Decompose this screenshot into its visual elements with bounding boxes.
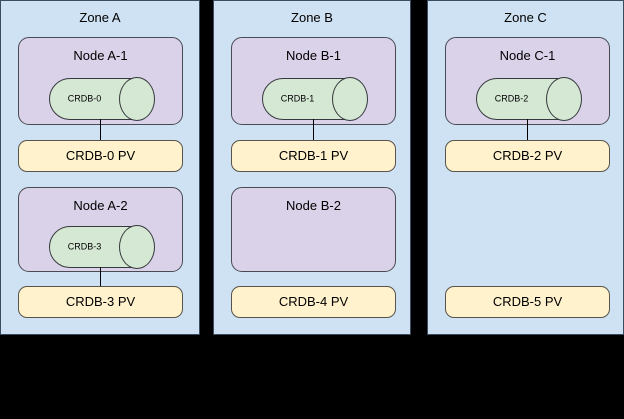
pod-crdb-2-cap bbox=[546, 77, 582, 121]
pv-crdb-4[interactable]: CRDB-4 PV bbox=[231, 286, 396, 318]
pv-crdb-5-label: CRDB-5 PV bbox=[492, 294, 563, 309]
node-b-1-title: Node B-1 bbox=[286, 48, 341, 63]
connector-crdb-3 bbox=[100, 267, 101, 287]
node-b-2-title: Node B-2 bbox=[286, 198, 341, 213]
pod-crdb-2[interactable]: CRDB-2 bbox=[476, 77, 582, 121]
pv-crdb-2[interactable]: CRDB-2 PV bbox=[445, 140, 610, 172]
node-b-1[interactable]: Node B-1 CRDB-1 bbox=[231, 37, 396, 125]
node-a-2[interactable]: Node A-2 CRDB-3 bbox=[18, 187, 183, 272]
pod-crdb-3-cap bbox=[119, 225, 155, 269]
node-a-2-title: Node A-2 bbox=[73, 198, 128, 213]
node-a-1[interactable]: Node A-1 CRDB-0 bbox=[18, 37, 183, 125]
connector-crdb-0 bbox=[100, 119, 101, 141]
pod-crdb-0-cap bbox=[119, 77, 155, 121]
pod-crdb-1-label: CRDB-1 bbox=[280, 93, 315, 104]
pv-crdb-3-label: CRDB-3 PV bbox=[65, 294, 136, 309]
pod-crdb-2-label: CRDB-2 bbox=[494, 93, 529, 104]
pod-crdb-0-label: CRDB-0 bbox=[67, 93, 102, 104]
connector-crdb-1 bbox=[313, 119, 314, 141]
connector-crdb-2 bbox=[527, 119, 528, 141]
node-a-1-title: Node A-1 bbox=[73, 48, 128, 63]
pod-crdb-1-cap bbox=[332, 77, 368, 121]
pv-crdb-5[interactable]: CRDB-5 PV bbox=[445, 286, 610, 318]
zone-c[interactable]: Zone C Node C-1 CRDB-2 CRDB-2 PV CRDB-5 … bbox=[427, 0, 624, 335]
pv-crdb-4-label: CRDB-4 PV bbox=[278, 294, 349, 309]
node-c-1-title: Node C-1 bbox=[499, 48, 556, 63]
pv-crdb-0-label: CRDB-0 PV bbox=[65, 148, 136, 163]
zone-a[interactable]: Zone A Node A-1 CRDB-0 CRDB-0 PV Node A-… bbox=[0, 0, 200, 335]
pv-crdb-0[interactable]: CRDB-0 PV bbox=[18, 140, 183, 172]
pod-crdb-1[interactable]: CRDB-1 bbox=[262, 77, 368, 121]
pv-crdb-2-label: CRDB-2 PV bbox=[492, 148, 563, 163]
node-b-2[interactable]: Node B-2 bbox=[231, 187, 396, 272]
pod-crdb-3-label: CRDB-3 bbox=[67, 241, 102, 252]
pv-crdb-3[interactable]: CRDB-3 PV bbox=[18, 286, 183, 318]
node-c-1[interactable]: Node C-1 CRDB-2 bbox=[445, 37, 610, 125]
zone-b-title: Zone B bbox=[291, 10, 333, 25]
pod-crdb-3[interactable]: CRDB-3 bbox=[49, 225, 155, 269]
zone-c-title: Zone C bbox=[504, 10, 547, 25]
pv-crdb-1[interactable]: CRDB-1 PV bbox=[231, 140, 396, 172]
pv-crdb-1-label: CRDB-1 PV bbox=[278, 148, 349, 163]
zone-b[interactable]: Zone B Node B-1 CRDB-1 CRDB-1 PV Node B-… bbox=[213, 0, 411, 335]
pod-crdb-0[interactable]: CRDB-0 bbox=[49, 77, 155, 121]
zone-a-title: Zone A bbox=[79, 10, 121, 25]
